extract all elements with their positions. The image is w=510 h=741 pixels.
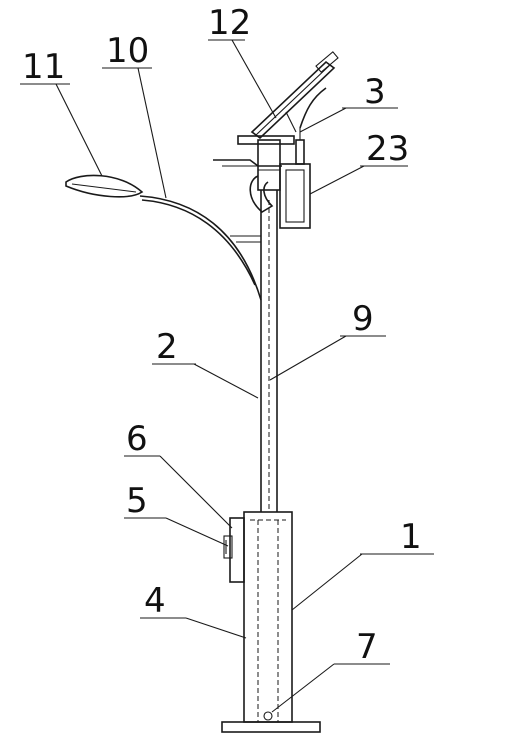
control-box — [229, 517, 245, 583]
top-shelf — [213, 159, 282, 167]
leader-1-diag — [291, 553, 363, 611]
leader-5-diag — [165, 517, 229, 547]
leader-23-diag — [309, 165, 365, 195]
solar-panel — [250, 60, 336, 140]
leader-2-diag — [193, 363, 259, 399]
ground-bolt — [263, 711, 273, 721]
lamp-head-lens — [71, 183, 137, 193]
battery-box-inner — [285, 169, 305, 223]
lower-column — [243, 511, 293, 723]
label-2: 2 — [156, 327, 178, 367]
solar-panel-support — [299, 87, 327, 129]
label-6: 6 — [126, 419, 148, 459]
lamp-head — [65, 174, 144, 198]
base-plate — [221, 721, 321, 733]
battery-box — [279, 163, 311, 229]
upper-platform — [237, 135, 295, 145]
lamp-arm-outer — [139, 195, 262, 301]
leader-4-diag — [185, 617, 247, 639]
label-7: 7 — [356, 627, 378, 667]
label-4: 4 — [144, 581, 166, 621]
solar-panel-brace — [285, 111, 297, 133]
pole-hook — [249, 175, 274, 213]
pole-top-cap — [257, 139, 281, 191]
label-10: 10 — [106, 31, 149, 71]
leader-7-diag — [271, 663, 335, 713]
label-23: 23 — [366, 129, 409, 169]
solar-panel-clamp — [315, 51, 339, 73]
label-3: 3 — [364, 72, 386, 112]
control-box-door — [223, 535, 233, 559]
label-5: 5 — [126, 481, 148, 521]
sensor — [295, 139, 305, 165]
leader-9-diag — [269, 335, 347, 381]
label-1: 1 — [400, 517, 422, 557]
leader-6-diag — [159, 455, 233, 529]
leader-3-diag — [299, 107, 347, 133]
label-11: 11 — [22, 47, 65, 87]
leader-11-diag — [55, 83, 103, 177]
leader-12-diag — [231, 39, 277, 119]
lamp-arm-inner — [141, 199, 256, 286]
label-9: 9 — [352, 299, 374, 339]
solar-panel-edge — [255, 64, 331, 136]
leader-10-diag — [137, 67, 167, 199]
label-12: 12 — [208, 3, 251, 43]
